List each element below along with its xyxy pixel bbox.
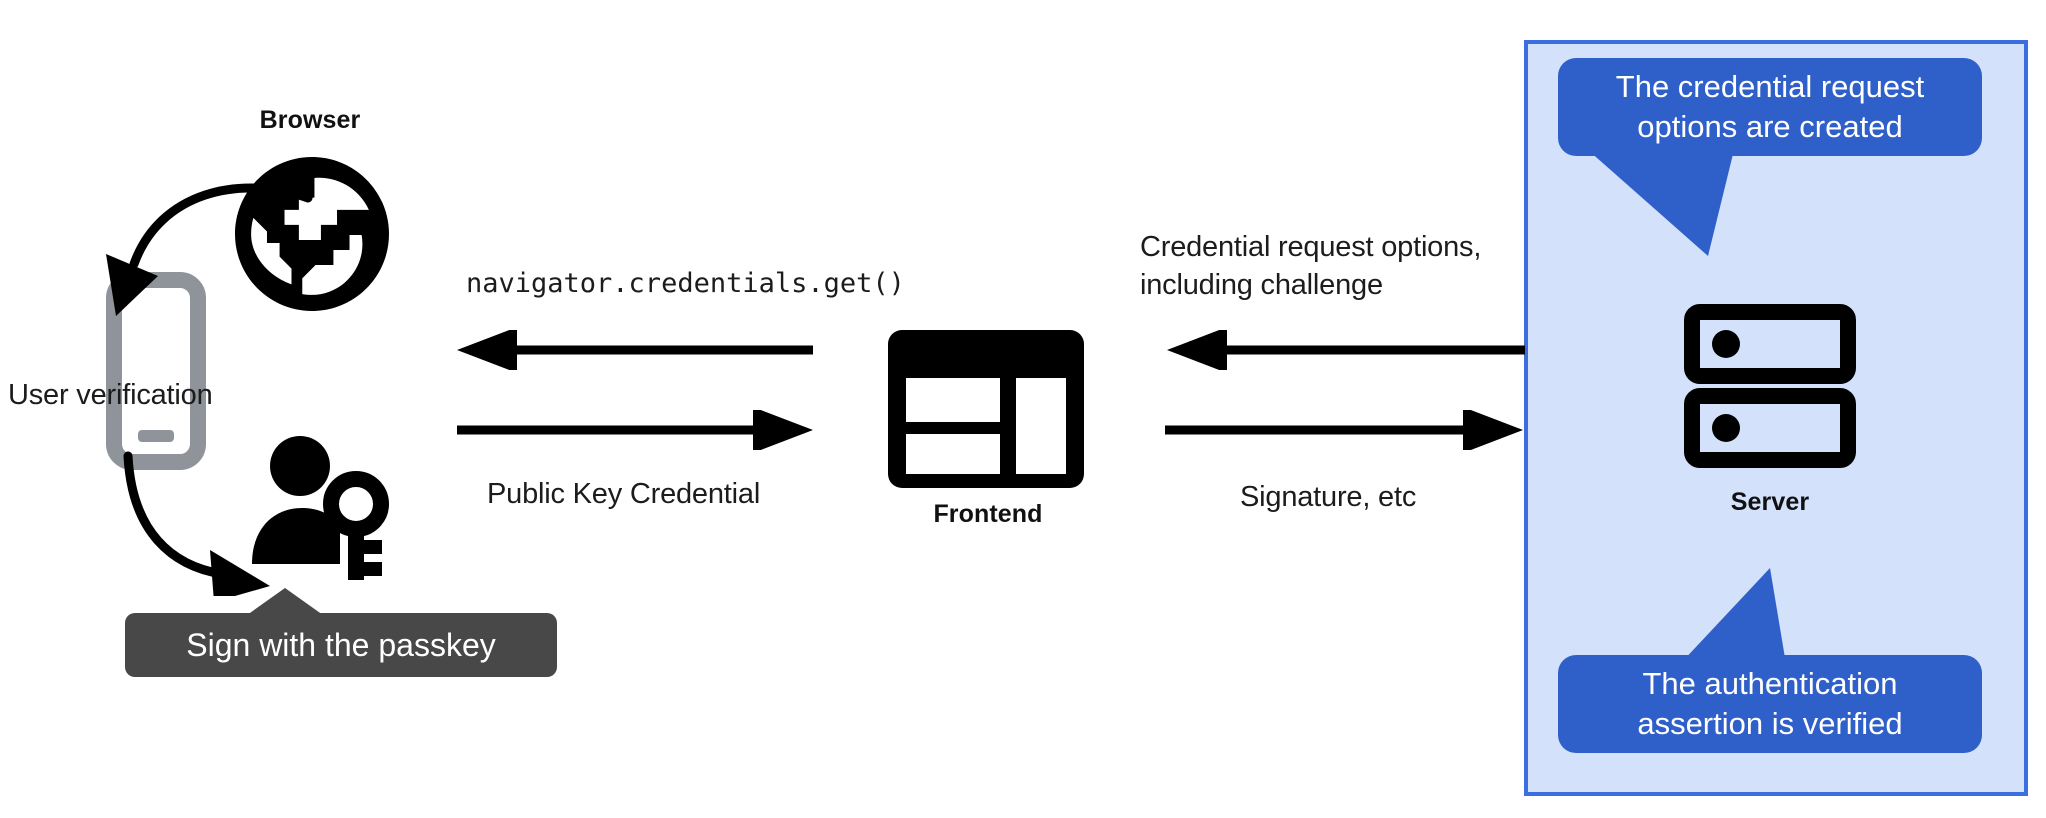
user-verification-label: User verification: [8, 379, 213, 411]
browser-label: Browser: [259, 106, 361, 134]
callout-bottom-pointer: [1660, 568, 1820, 673]
arrow-left-frontend-to-browser: [455, 327, 815, 375]
arrow-right-frontend-to-server: [1165, 407, 1525, 455]
signature-etc-label: Signature, etc: [1240, 481, 1417, 513]
arrow-browser-to-phone: [90, 178, 320, 343]
server-label: Server: [1730, 488, 1810, 516]
arrow-right-browser-to-frontend: [455, 407, 815, 455]
navigator-credentials-get-label: navigator.credentials.get(): [466, 268, 905, 299]
tooltip-pointer: [240, 588, 330, 627]
web-layout-icon: [888, 330, 1084, 493]
callout-credential-request-options: The credential request options are creat…: [1558, 58, 1982, 156]
callout-top-pointer: [1588, 150, 1788, 265]
arrow-phone-to-user: [110, 446, 340, 602]
globe-icon: [228, 150, 396, 323]
credential-request-options-label: Credential request options, including ch…: [1140, 231, 1482, 301]
frontend-label: Frontend: [933, 500, 1043, 528]
person-with-key-icon: [246, 432, 398, 589]
sign-with-passkey-tooltip: Sign with the passkey: [125, 613, 557, 677]
callout-authentication-assertion-verified: The authentication assertion is verified: [1558, 655, 1982, 753]
public-key-credential-label: Public Key Credential: [487, 478, 761, 510]
smartphone-icon: [106, 272, 206, 475]
server-racks-icon: [1684, 304, 1856, 473]
arrow-left-server-to-frontend: [1165, 327, 1525, 375]
